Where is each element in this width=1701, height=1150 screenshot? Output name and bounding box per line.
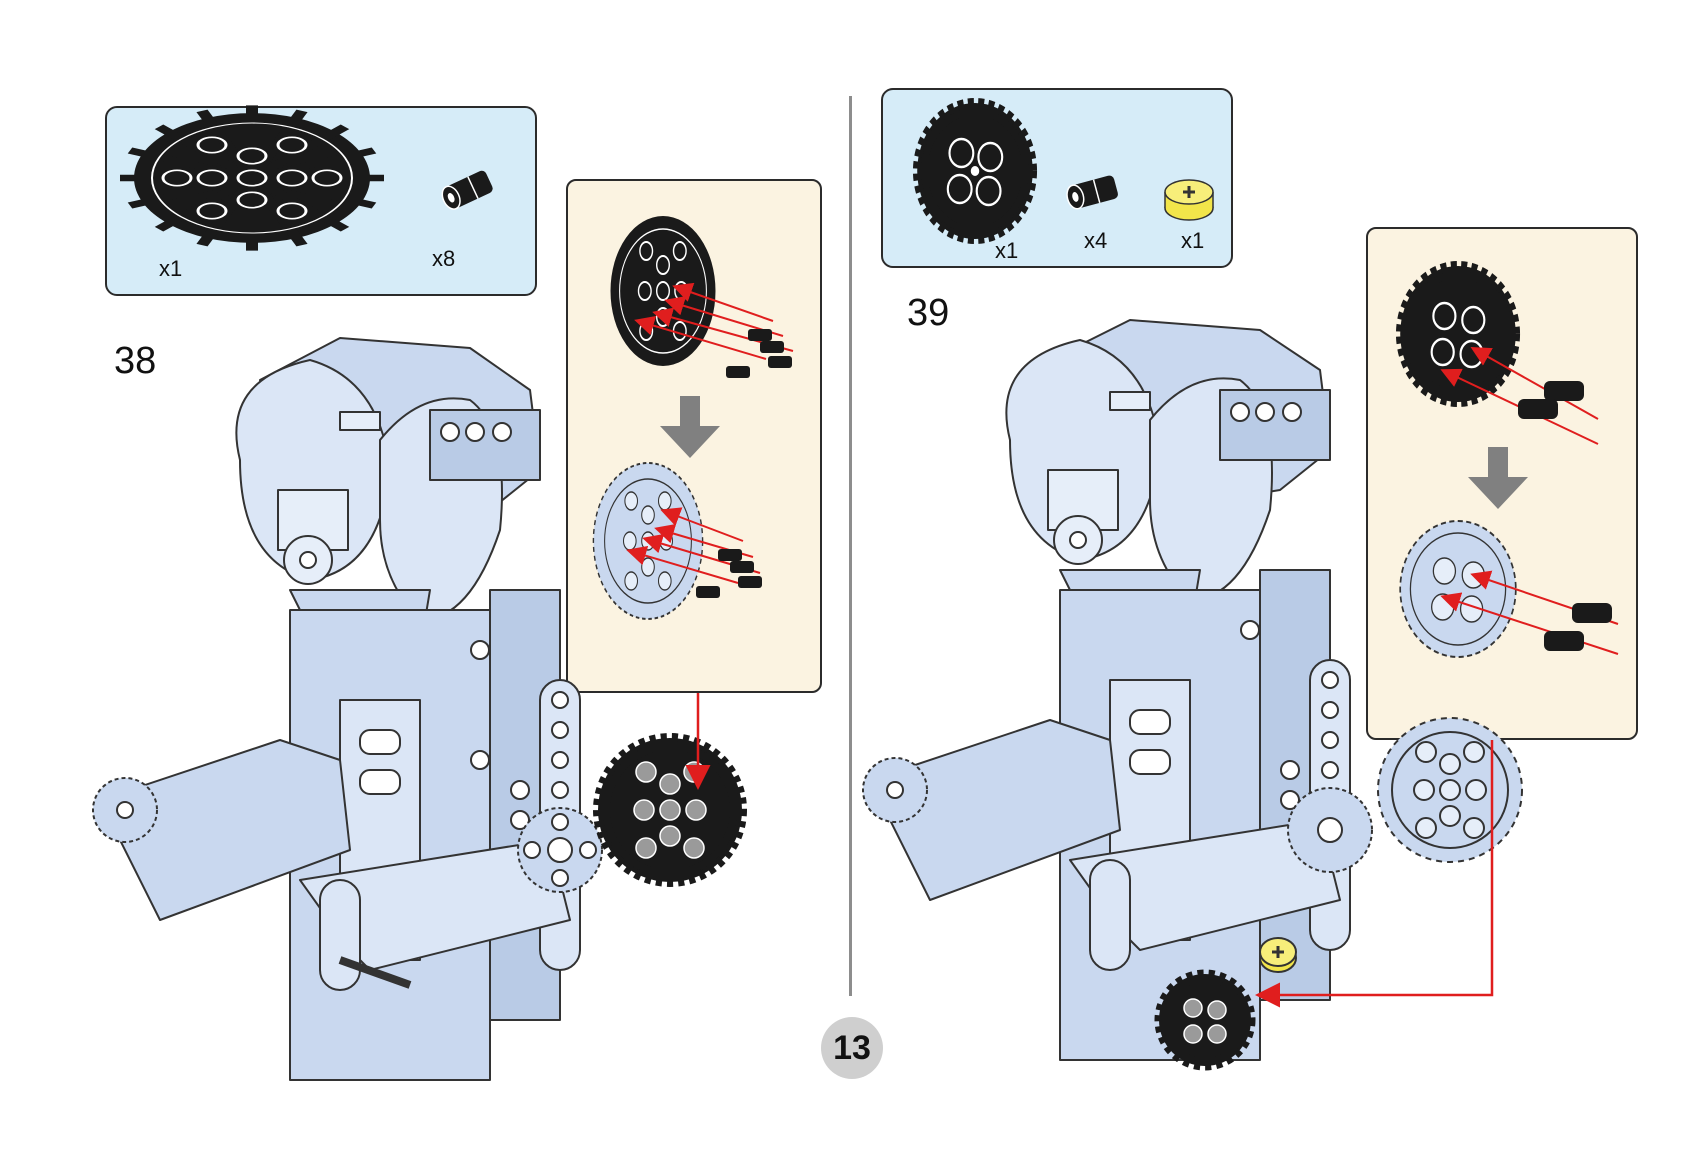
step-38-parts-panel: x1 x8 — [105, 105, 537, 296]
step-38-gear-qty: x1 — [159, 256, 183, 281]
down-arrow-icon — [660, 396, 720, 458]
step-39-number: 39 — [907, 292, 950, 334]
page-number-badge: 13 — [821, 1017, 883, 1079]
step-38-subassembly-panel — [566, 179, 822, 693]
subassembly-gear-black-icon — [610, 216, 794, 378]
step-38-placement-arrow — [685, 693, 711, 790]
friction-pin-icon — [1066, 175, 1118, 210]
step-39-model-illustration — [862, 319, 1523, 1071]
step-38-model-illustration — [92, 337, 747, 1081]
gear-40-tooth-icon — [120, 105, 384, 251]
step-39-subassembly-panel — [1366, 227, 1638, 740]
subassembly-gear24-black-icon — [1395, 261, 1599, 445]
step-38-pin-qty: x8 — [432, 246, 456, 271]
step-39-parts-panel: x1 x4 x1 — [881, 88, 1233, 268]
page-divider — [849, 96, 852, 996]
mounted-black-gear — [593, 733, 747, 887]
step-39-bush-qty: x1 — [1181, 228, 1205, 253]
step-38-number: 38 — [114, 340, 157, 382]
step-39-placement-arrow — [1255, 740, 1494, 1008]
gear-24-tooth-icon — [912, 98, 1038, 244]
down-arrow-icon — [1468, 447, 1528, 509]
friction-pin-icon — [441, 170, 493, 210]
subassembly-gear-light-icon — [592, 462, 762, 620]
yellow-bush-icon — [1164, 179, 1214, 221]
step-39-pin-qty: x4 — [1084, 228, 1108, 253]
mounted-black-gear24 — [1154, 969, 1256, 1071]
step-39-gear-qty: x1 — [995, 238, 1019, 263]
subassembly-gear24-light-icon — [1399, 520, 1619, 658]
